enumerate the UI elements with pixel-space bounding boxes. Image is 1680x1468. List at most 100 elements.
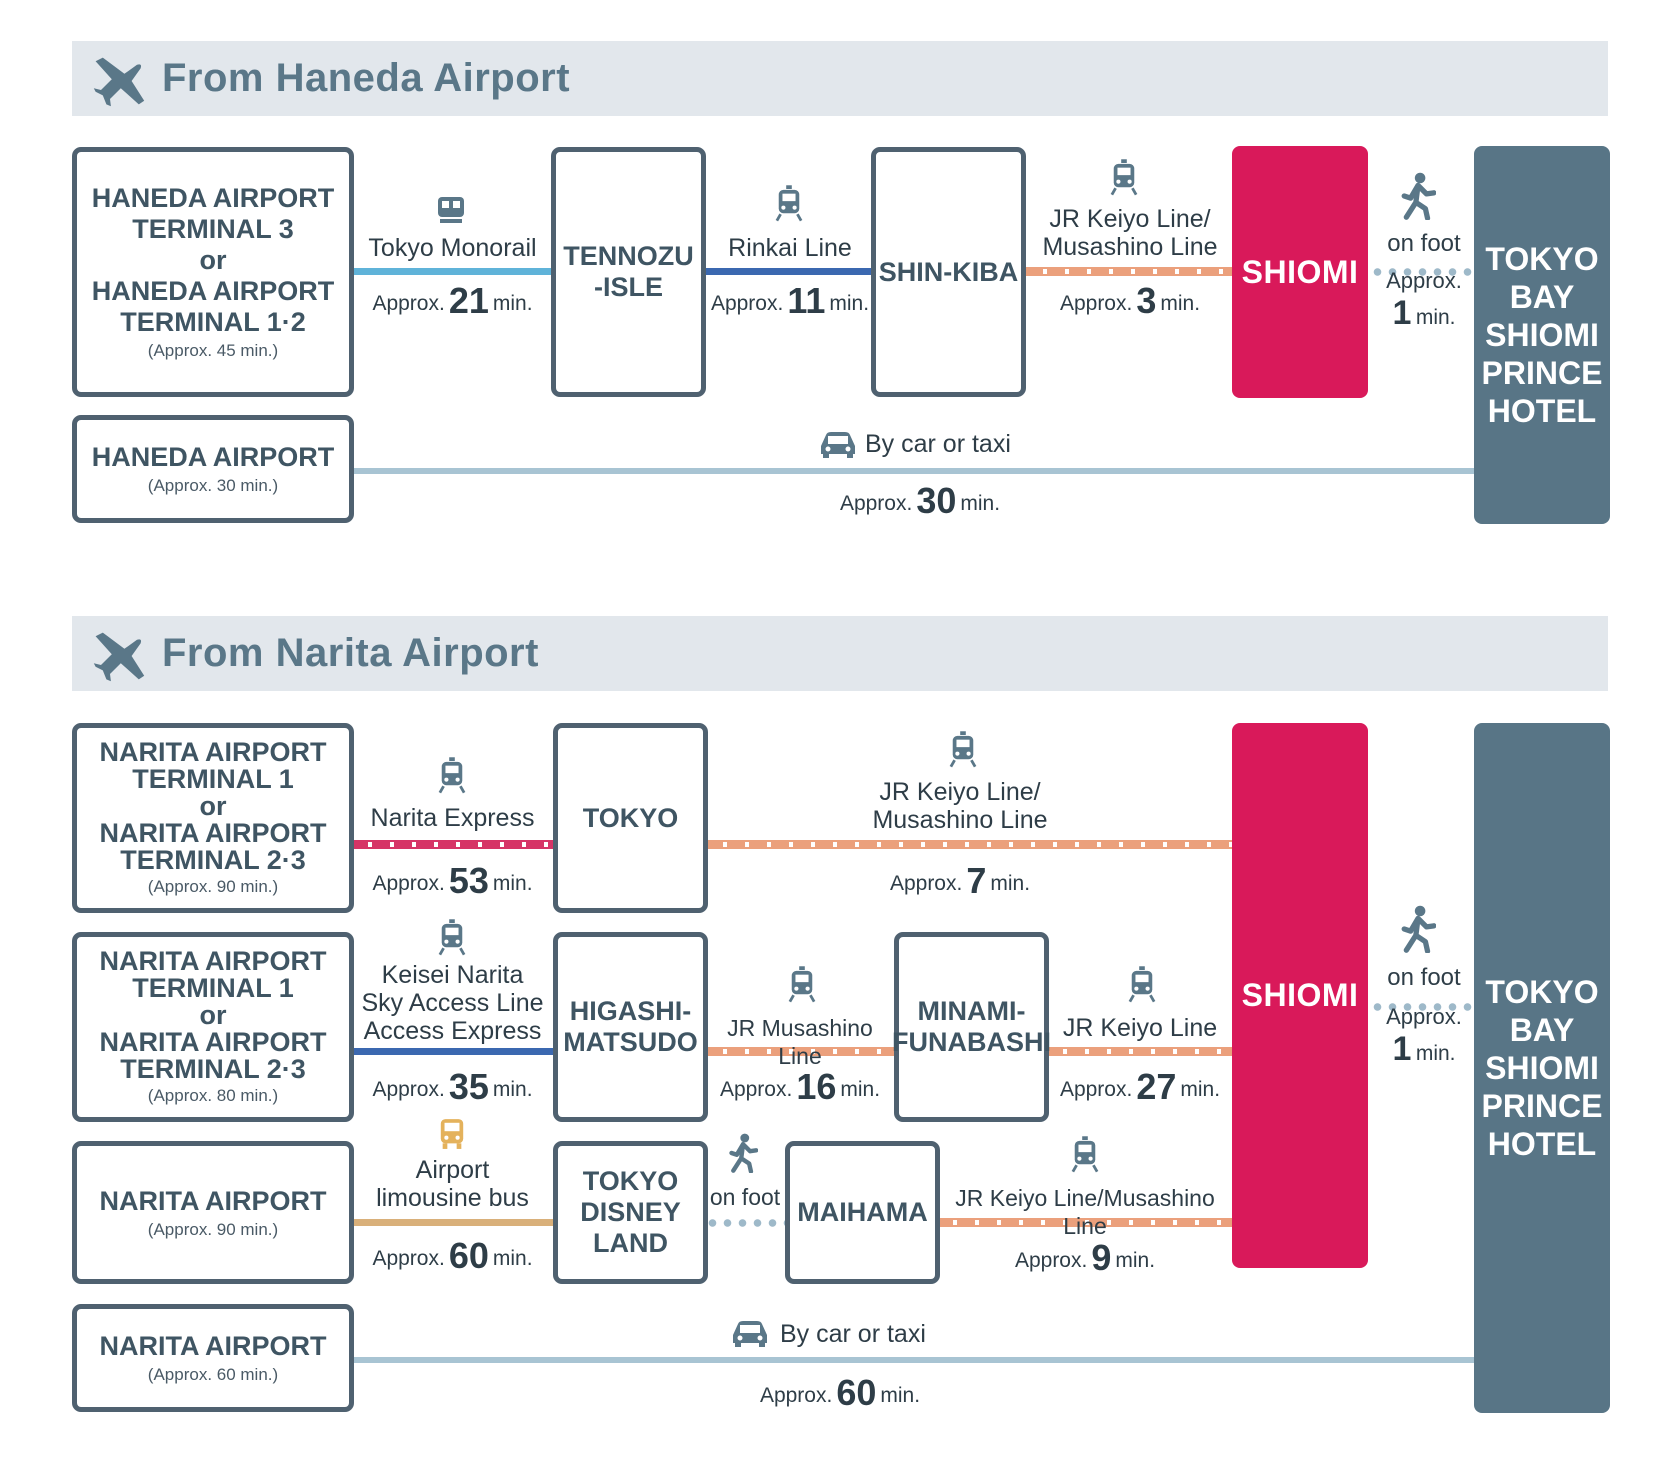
keisei-line bbox=[350, 1048, 555, 1055]
walk-label: on foot bbox=[1387, 230, 1461, 257]
origin-narita-nex: NARITA AIRPORT TERMINAL 1 or NARITA AIRP… bbox=[72, 723, 354, 913]
train-icon bbox=[1128, 965, 1156, 1003]
train-icon bbox=[1071, 1135, 1099, 1173]
walk-path bbox=[1370, 268, 1478, 276]
plane-icon bbox=[92, 629, 146, 683]
train-icon bbox=[1110, 158, 1138, 196]
origin-narita-bus: NARITA AIRPORT (Approx. 90 min.) bbox=[72, 1141, 354, 1284]
walk-path bbox=[1370, 1003, 1478, 1011]
origin-name: NARITA AIRPORT TERMINAL 1 or NARITA AIRP… bbox=[99, 737, 327, 875]
origin-time: (Approx. 90 min.) bbox=[147, 1219, 279, 1239]
narita-header: From Narita Airport bbox=[72, 616, 1608, 691]
leg-line-label: Airport limousine bus bbox=[376, 1156, 529, 1212]
train-icon bbox=[438, 756, 466, 794]
origin-time: (Approx. 90 min.) bbox=[147, 877, 279, 896]
walk-prefix: Approx. bbox=[1386, 268, 1462, 293]
car-icon bbox=[730, 1317, 770, 1349]
walk-num: 1 bbox=[1392, 294, 1412, 332]
origin-haneda-car: HANEDA AIRPORT (Approx. 30 min.) bbox=[72, 415, 354, 523]
hotel-destination: TOKYO BAY SHIOMI PRINCE HOTEL bbox=[1474, 146, 1610, 524]
origin-narita-keisei: NARITA AIRPORT TERMINAL 1 or NARITA AIRP… bbox=[72, 932, 354, 1122]
rinkai-line bbox=[705, 268, 875, 275]
keiyo-line bbox=[705, 840, 1235, 849]
train-icon bbox=[949, 730, 977, 768]
leg-line-label: JR Keiyo Line bbox=[1062, 1014, 1218, 1042]
origin-time: (Approx. 30 min.) bbox=[147, 476, 279, 495]
leg-line-label: Narita Express bbox=[370, 804, 535, 832]
walk-icon bbox=[1400, 172, 1436, 220]
origin-name: HANEDA AIRPORT TERMINAL 3 or HANEDA AIRP… bbox=[91, 183, 335, 337]
origin-narita-car: NARITA AIRPORT (Approx. 60 min.) bbox=[72, 1304, 354, 1412]
station-higashi-matsudo: HIGASHI- MATSUDO bbox=[553, 932, 708, 1122]
leg-line-label: Keisei Narita Sky Access Line Access Exp… bbox=[361, 961, 544, 1045]
walk-leg: on foot Approx. 1 min. bbox=[1370, 230, 1478, 333]
hotel-destination: TOKYO BAY SHIOMI PRINCE HOTEL bbox=[1474, 723, 1610, 1413]
station-tennozu-isle: TENNOZU -ISLE bbox=[551, 147, 706, 397]
musashino-line bbox=[705, 1047, 895, 1056]
origin-time: (Approx. 45 min.) bbox=[147, 341, 279, 360]
walk-label: on foot bbox=[709, 1184, 781, 1210]
keiyo-line bbox=[1045, 1047, 1235, 1056]
narita-express-line bbox=[350, 840, 555, 849]
walk-num: 1 bbox=[1392, 1030, 1412, 1068]
keiyo-line bbox=[1025, 267, 1235, 276]
car-label: By car or taxi bbox=[865, 430, 1011, 458]
leg-line-label: JR Musashino Line bbox=[727, 1015, 873, 1069]
car-route bbox=[350, 1357, 1480, 1363]
car-route bbox=[350, 468, 1480, 474]
leg-line-label: Tokyo Monorail bbox=[368, 234, 537, 262]
origin-name: NARITA AIRPORT TERMINAL 1 or NARITA AIRP… bbox=[99, 946, 327, 1084]
leg-line-label: JR Keiyo Line/ Musashino Line bbox=[872, 778, 1048, 834]
walk-unit: min. bbox=[1415, 1042, 1456, 1065]
station-shiomi: SHIOMI bbox=[1232, 723, 1368, 1268]
station-shin-kiba: SHIN-KIBA bbox=[871, 147, 1026, 397]
origin-haneda-rail: HANEDA AIRPORT TERMINAL 3 or HANEDA AIRP… bbox=[72, 147, 354, 397]
bus-icon bbox=[438, 1117, 466, 1151]
leg-line-label: Rinkai Line bbox=[728, 234, 852, 262]
haneda-header-title: From Haneda Airport bbox=[162, 56, 571, 100]
origin-time: (Approx. 80 min.) bbox=[147, 1086, 279, 1105]
walk-path bbox=[705, 1219, 785, 1227]
haneda-header: From Haneda Airport bbox=[72, 41, 1608, 116]
train-icon bbox=[788, 965, 816, 1003]
car-icon bbox=[818, 428, 858, 460]
station-tokyo-disney-land: TOKYO DISNEY LAND bbox=[553, 1141, 708, 1284]
walk-icon bbox=[1400, 905, 1436, 953]
origin-name: NARITA AIRPORT bbox=[99, 1331, 327, 1361]
walk-prefix: Approx. bbox=[1386, 1004, 1462, 1029]
car-label: By car or taxi bbox=[780, 1320, 926, 1348]
walk-leg: on foot Approx. 1 min. bbox=[1370, 964, 1478, 1069]
keiyo-musashino-line bbox=[935, 1218, 1235, 1227]
narita-header-title: From Narita Airport bbox=[162, 631, 539, 675]
train-icon bbox=[438, 918, 466, 956]
walk-icon bbox=[728, 1133, 758, 1173]
origin-time: (Approx. 60 min.) bbox=[147, 1365, 279, 1384]
monorail-icon bbox=[436, 193, 466, 227]
walk-unit: min. bbox=[1415, 306, 1456, 329]
origin-name: NARITA AIRPORT bbox=[99, 1185, 327, 1216]
walk-label: on foot bbox=[1387, 964, 1461, 991]
tokyo-monorail-line bbox=[350, 268, 555, 275]
origin-name: HANEDA AIRPORT bbox=[91, 442, 335, 472]
train-icon bbox=[775, 184, 803, 222]
leg-line-label: JR Keiyo Line/ Musashino Line bbox=[1042, 205, 1218, 261]
station-shiomi: SHIOMI bbox=[1232, 146, 1368, 398]
leg-line-label: JR Keiyo Line/Musashino Line bbox=[955, 1185, 1215, 1239]
plane-icon bbox=[92, 54, 146, 108]
station-tokyo: TOKYO bbox=[553, 723, 708, 913]
station-maihama: MAIHAMA bbox=[785, 1141, 940, 1284]
station-minami-funabashi: MINAMI- FUNABASHI bbox=[892, 932, 1051, 1122]
bus-route bbox=[350, 1219, 555, 1226]
